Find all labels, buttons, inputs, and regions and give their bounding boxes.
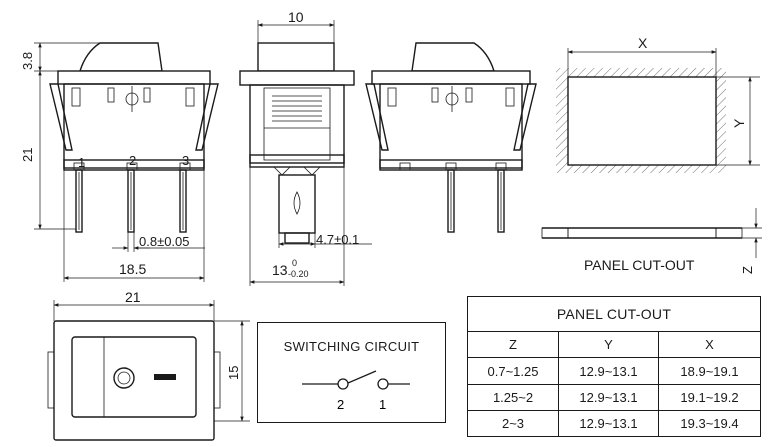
front-view: 21 15	[47, 289, 250, 441]
dim-body-length: 18.5	[119, 261, 146, 277]
cutout-label-z: Z	[740, 266, 755, 274]
table-header-z: Z	[467, 331, 559, 359]
dim-body-width-main: 13	[272, 262, 288, 278]
switching-circuit-schematic: 2 1	[302, 370, 410, 412]
terminal-label-2: 2	[129, 153, 136, 168]
dim-pin-width: 0.8±0.05	[139, 234, 190, 249]
panel-cutout-drawing: X Y Z PANEL CUT-OUT	[541, 35, 762, 274]
dim-front-width: 21	[125, 289, 141, 305]
table-cell: 2~3	[467, 409, 559, 438]
table-cell: 12.9~13.1	[558, 383, 659, 411]
table-cell: 1.25~2	[467, 383, 559, 411]
circuit-terminal-2: 2	[337, 397, 344, 412]
dim-pin-tab: 4.7±0.1	[316, 232, 359, 247]
table-header-y: Y	[558, 331, 659, 359]
table-row: 0.7~1.25 12.9~13.1 18.9~19.1	[467, 357, 761, 385]
table-cell: 18.9~19.1	[658, 357, 761, 385]
table-header-x: X	[658, 331, 761, 359]
side-view-right	[365, 42, 537, 233]
dim-height-small: 3.8	[20, 52, 35, 70]
end-view-center: 10 4.7±0.1 13 0 -0.20	[239, 9, 372, 286]
table-row: 1.25~2 12.9~13.1 19.1~19.2	[467, 383, 761, 411]
dim-front-height: 15	[226, 366, 241, 380]
dim-tol-upper: 0	[292, 258, 297, 268]
table-cell: 19.1~19.2	[658, 383, 761, 411]
table-cell: 12.9~13.1	[558, 357, 659, 385]
table-row: 2~3 12.9~13.1 19.3~19.4	[467, 409, 761, 438]
cutout-label-x: X	[638, 35, 648, 51]
cutout-caption: PANEL CUT-OUT	[584, 257, 695, 273]
panel-cutout-table: PANEL CUT-OUT Z Y X 0.7~1.25 12.9~13.1 1…	[467, 295, 761, 438]
cutout-label-y: Y	[731, 118, 747, 128]
circuit-terminal-1: 1	[379, 397, 386, 412]
dim-tol-lower: -0.20	[288, 269, 309, 279]
switching-circuit-box: SWITCHING CIRCUIT 2 1	[257, 322, 446, 423]
switching-circuit-title: SWITCHING CIRCUIT	[283, 339, 420, 354]
table-cell: 19.3~19.4	[658, 409, 761, 438]
table-cell: 12.9~13.1	[558, 409, 659, 438]
table-cell: 0.7~1.25	[467, 357, 559, 385]
table-title: PANEL CUT-OUT	[467, 295, 761, 333]
dim-height-main: 21	[20, 148, 35, 162]
terminal-label-3: 3	[182, 153, 189, 168]
dim-actuator-width: 10	[288, 9, 304, 25]
side-view-left: 1 2 3 3.8 21 0.8±0.05 18.5	[20, 42, 219, 282]
terminal-label-1: 1	[78, 155, 85, 170]
